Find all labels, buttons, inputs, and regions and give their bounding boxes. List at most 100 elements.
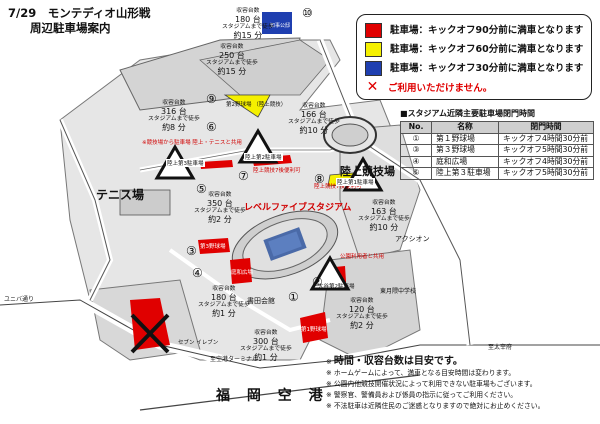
table-cell-no: ① (400, 132, 432, 145)
label-note-track: 陸上競技7後便利可 (253, 168, 301, 174)
lot-info-walk: 約8 分 (162, 123, 186, 133)
label-third-lot: 第3野球場 (200, 244, 226, 250)
lot-info-9: 収容台数 250 台 スタジアムまで徒歩 約15 分 (206, 44, 258, 76)
label-stadium: レベルファイブスタジアム (244, 203, 352, 213)
legend-text-no-use: ご利用いただけません。 (388, 83, 493, 94)
lot-info-10: 収容台数 180 台 スタジアムまで徒歩 約15 分 (222, 8, 274, 40)
table-row: ③ 第３野球場 キックオフ5時間30分前 (400, 144, 594, 157)
lot-info-label: 収容台数 (372, 200, 396, 206)
lot-info-label: 収容台数 (212, 286, 236, 292)
note-line: ※ ホームゲームによって、満車となる目安時間は変わります。 (326, 368, 544, 379)
lot-info-8b: 収容台数 163 台 スタジアムまで徒歩 約10 分 (358, 200, 410, 232)
table-header-close: 閉門時間 (498, 121, 594, 134)
lot-info-note: スタジアムまで徒歩 (358, 216, 410, 223)
lot-info-1: 収容台数 120 台 スタジアムまで徒歩 約2 分 (336, 298, 388, 330)
table-row: ⑥ 陸上第３駐車場 キックオフ5時間30分前 (400, 167, 594, 180)
notes-block: ※ 時間・収容台数は目安です。 ※ ホームゲームによって、満車となる目安時間は変… (326, 356, 544, 412)
legend-row-yellow: 駐車場：キックオフ60分前に満車となります (365, 41, 583, 57)
label-track-lot2: 陸上第2駐車場 (244, 153, 283, 161)
lot-info-6: 収容台数 316 台 スタジアムまで徒歩 約8 分 (148, 100, 200, 132)
legend-text-yellow: 駐車場：キックオフ60分前に満車となります (390, 44, 584, 55)
label-public-note: 公園利用者と共用 (340, 254, 385, 260)
stadium-table-heading-text: スタジアム近隣主要駐車場閉門時間 (407, 109, 536, 118)
stadium-lots-table: No. 名称 閉門時間 ① 第１野球場 キックオフ4時間30分前 ③ 第３野球場… (400, 121, 594, 180)
lot-info-walk: 約1 分 (254, 353, 278, 363)
note-text: 公園内他競技開催状況によって利用できない駐車場もございます。 (333, 380, 537, 388)
legend-row-no-use: ✕ ご利用いただけません。 (365, 79, 493, 95)
lot-info-count: 180 台 (210, 293, 237, 303)
lot-info-label: 収容台数 (350, 298, 374, 304)
legend-text-blue: 駐車場：キックオフ30分前に満車となります (390, 63, 584, 74)
lot-6-red (200, 160, 233, 169)
page-title: 7/29 モンテディオ山形戦 周辺駐車場案内 (8, 6, 150, 36)
lot-info-count: 120 台 (348, 305, 375, 315)
lot-4-red (230, 258, 252, 284)
label-garden-lot: 庭和広場 (231, 270, 254, 276)
legend-text-red: 駐車場：キックオフ90分前に満車となります (390, 25, 584, 36)
marker-7: ⑦ (238, 169, 249, 183)
label-first-lot: 第1野球場 (301, 327, 327, 333)
no-use-cross-icon: ✕ (366, 79, 379, 95)
table-cell-no: ④ (400, 155, 432, 168)
lot-info-note: スタジアムまで徒歩 (336, 314, 388, 321)
label-airport: 福 岡 空 港 (216, 388, 329, 404)
note-text: ホームゲームによって、満車となる目安時間は変わります。 (333, 369, 516, 377)
lot-info-count: 166 台 (300, 110, 327, 120)
lot-info-label: 収容台数 (220, 44, 244, 50)
marker-4: ④ (192, 266, 203, 280)
lot-info-walk: 約10 分 (299, 126, 329, 136)
label-airport-terminal-road: 至空港ターミナル (210, 356, 259, 363)
title-line-2: 周辺駐車場案内 (30, 21, 111, 35)
note-bullet: ※ (326, 391, 332, 399)
lot-10-blue (262, 12, 292, 34)
table-cell-close: キックオフ5時間30分前 (498, 144, 594, 157)
stadium-pitch-inner (268, 231, 302, 257)
label-tennis: テニス場 (96, 188, 145, 202)
note-line: ※ 不法駐車は近隣住民のご迷惑となりますので絶対にお止めください。 (326, 401, 544, 412)
table-cell-close: キックオフ4時間30分前 (498, 132, 594, 145)
lot-info-3: 収容台数 300 台 スタジアムまで徒歩 約1 分 (240, 330, 292, 362)
label-track-lot1: 陸上第1駐車場 (336, 178, 375, 186)
lot-info-count: 180 台 (234, 15, 261, 25)
note-bullet: ※ (326, 380, 332, 388)
label-dazaifu-road: 至太宰府 (488, 344, 513, 351)
lot-info-walk: 約2 分 (350, 321, 374, 331)
table-cell-no: ③ (400, 144, 432, 157)
label-second-lot: 第2野球場 （陸上競技） (226, 102, 287, 108)
note-text: 不法駐車は近隣住民のご迷惑となりますので絶対にお止めください。 (333, 402, 545, 410)
marker-6: ⑥ (206, 120, 217, 134)
lot-info-walk: 約10 分 (369, 223, 399, 233)
marker-1: ① (288, 290, 299, 304)
lot-info-note: スタジアムまで徒歩 (194, 208, 246, 215)
lot-info-label: 収容台数 (208, 192, 232, 198)
note-main: ※ 時間・収容台数は目安です。 (326, 356, 544, 368)
lot-info-walk: 約15 分 (217, 67, 247, 77)
marker-3: ③ (186, 244, 197, 258)
label-note-track2: 陸上競技7後便利可 (314, 184, 362, 190)
lot-info-walk: 約15 分 (233, 31, 263, 41)
table-cell-close: キックオフ4時間30分前 (498, 155, 594, 168)
lot-info-note: スタジアムまで徒歩 (206, 60, 258, 67)
label-note-park: ※競技場から駐車場 陸上・テニスと共用 (142, 140, 242, 146)
lot-info-count: 250 台 (218, 51, 245, 61)
lot-info-walk: 約2 分 (208, 215, 232, 225)
lot-west-red (130, 298, 170, 350)
table-cell-name: 第３野球場 (431, 144, 499, 157)
table-cell-name: 庭和広場 (431, 155, 499, 168)
table-cell-close: キックオフ5時間30分前 (498, 167, 594, 180)
label-track: 陸上競技場 (340, 165, 395, 178)
table-cell-name: 第１野球場 (431, 132, 499, 145)
tennis-court (119, 189, 171, 216)
lot-3-red (198, 238, 230, 254)
marker-9: ⑨ (206, 92, 217, 106)
legend-row-red: 駐車場：キックオフ90分前に満車となります (365, 22, 583, 38)
note-main-text: 時間・収容台数は目安です。 (333, 356, 463, 367)
lot-info-4: 収容台数 180 台 スタジアムまで徒歩 約1 分 (198, 286, 250, 318)
lot-info-walk: 約1 分 (212, 309, 236, 319)
legend-swatch-yellow (365, 42, 382, 57)
label-shoga-kaikan: 書田会館 (247, 297, 275, 305)
note-text: 警察官、警備員および係員の指示に従ってご利用ください。 (333, 391, 518, 399)
road-main-edge (0, 299, 600, 369)
lot-info-label: 収容台数 (236, 8, 260, 14)
